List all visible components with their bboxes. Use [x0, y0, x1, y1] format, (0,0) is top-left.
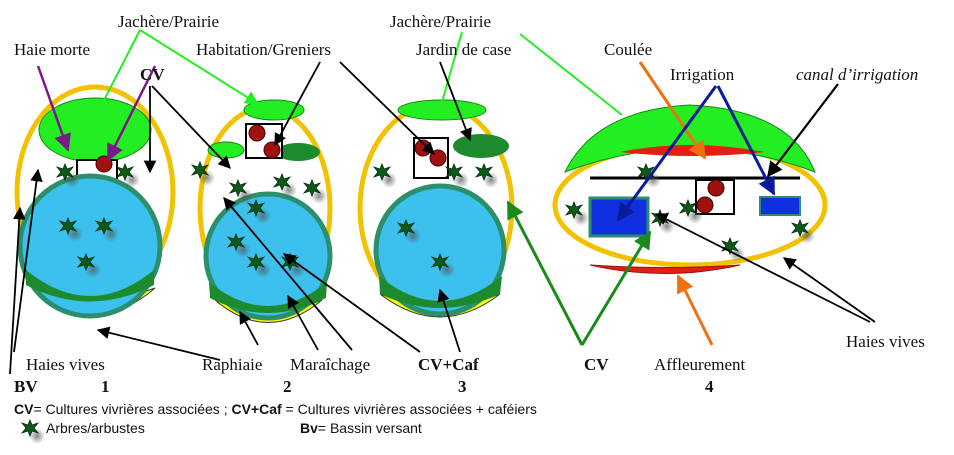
legend-line-1: CV= Cultures vivrières associées ; CV+Ca… — [14, 401, 537, 417]
legend-cvcaf-def: = Cultures vivrières associées + caféier… — [282, 401, 537, 417]
pointer-bv — [9, 206, 26, 375]
label-unit-4: 4 — [705, 377, 714, 396]
legend-cv-def: = Cultures vivrières associées ; — [33, 401, 231, 417]
unit-1-garden — [26, 270, 154, 302]
pointer-haies-left-a — [13, 168, 43, 353]
labels: Jachère/Prairie Jachère/Prairie Haie mor… — [14, 12, 925, 396]
unit-3-pasture — [397, 99, 487, 121]
unit-4-dot — [707, 179, 725, 197]
pointer-cv-bottom-a — [506, 200, 584, 346]
pointer-habitation-a — [274, 61, 321, 147]
unit-2-dot — [263, 141, 281, 159]
pointer-haie-morte-a — [36, 65, 71, 152]
legend-tree-icon — [21, 419, 46, 445]
label-affleurement: Affleurement — [654, 355, 746, 374]
label-cv-bottom: CV — [584, 355, 609, 374]
pointer-irrigation-b — [716, 85, 776, 196]
unit-2-pasture — [243, 99, 305, 121]
unit-2-garden-small — [276, 143, 320, 161]
pointer-cv-bottom-b — [580, 230, 652, 346]
pointer-canal — [767, 83, 839, 178]
label-haies-vives-right: Haies vives — [846, 332, 925, 351]
pointer-haie-morte-b — [106, 65, 157, 162]
legend-line-bv: Bv= Bassin versant — [300, 420, 422, 436]
unit-4 — [552, 104, 828, 274]
pointer-raphiaie-a — [96, 326, 221, 361]
legend-cvcaf-abbr: CV+Caf — [231, 401, 282, 417]
label-raphiaie: Raphiaie — [202, 355, 262, 374]
pointer-lines — [9, 29, 876, 375]
unit-2-dot — [248, 124, 266, 142]
pointer-jachere-2b — [519, 33, 623, 116]
label-coulee: Coulée — [604, 40, 652, 59]
label-jachere-2: Jachère/Prairie — [390, 12, 491, 31]
pointer-haies-right-b — [782, 257, 876, 323]
pointer-habitation-b — [339, 61, 435, 155]
unit-3 — [357, 99, 515, 318]
pointer-jachere-1a — [97, 29, 141, 113]
pointer-jardin — [439, 61, 472, 142]
legend-bv-abbr: Bv — [300, 420, 318, 436]
legend-trees: Arbres/arbustes — [46, 420, 145, 436]
pointer-jachere-1b — [139, 29, 260, 105]
label-unit-2: 2 — [283, 377, 292, 396]
label-jachere-1: Jachère/Prairie — [118, 12, 219, 31]
pointer-haies-right-a — [654, 213, 871, 323]
unit-4-canal-basin — [759, 196, 801, 216]
pointer-jachere-2a — [441, 31, 463, 103]
label-maraichage: Maraîchage — [290, 355, 370, 374]
pointer-affleurement — [676, 274, 714, 346]
unit-1-water — [17, 173, 163, 319]
label-haies-vives-left: Haies vives — [26, 355, 105, 374]
label-irrigation: Irrigation — [670, 65, 735, 84]
pointer-cv-top-b — [151, 85, 231, 169]
legend-cv-abbr: CV — [14, 401, 34, 417]
label-unit-1: 1 — [101, 377, 110, 396]
label-unit-3: 3 — [458, 377, 467, 396]
pointer-maraichage-a — [287, 294, 319, 351]
pointer-irrigation-a — [616, 85, 718, 222]
pointer-maraichage-b — [223, 197, 353, 351]
unit-3-water — [373, 183, 507, 317]
label-canal: canal d’irrigation — [796, 65, 918, 84]
legend-bv-def: = Bassin versant — [318, 420, 422, 436]
unit-3-garden — [379, 276, 502, 308]
pointer-cvcaf-b — [437, 288, 461, 353]
label-haie-morte: Haie morte — [14, 40, 90, 59]
legend: CV= Cultures vivrières associées ; CV+Ca… — [14, 401, 537, 445]
unit-3-garden-small — [453, 134, 509, 158]
pointer-raphiaie-b — [239, 310, 259, 346]
label-bv: BV — [14, 377, 38, 396]
label-cvcaf: CV+Caf — [418, 355, 479, 374]
unit-4-dot — [696, 196, 714, 214]
pointer-cvcaf-a — [282, 253, 421, 353]
pointer-coulee — [638, 61, 707, 160]
label-cv-top: CV — [140, 65, 165, 84]
label-jardin: Jardin de case — [416, 40, 511, 59]
label-habitation: Habitation/Greniers — [196, 40, 331, 59]
